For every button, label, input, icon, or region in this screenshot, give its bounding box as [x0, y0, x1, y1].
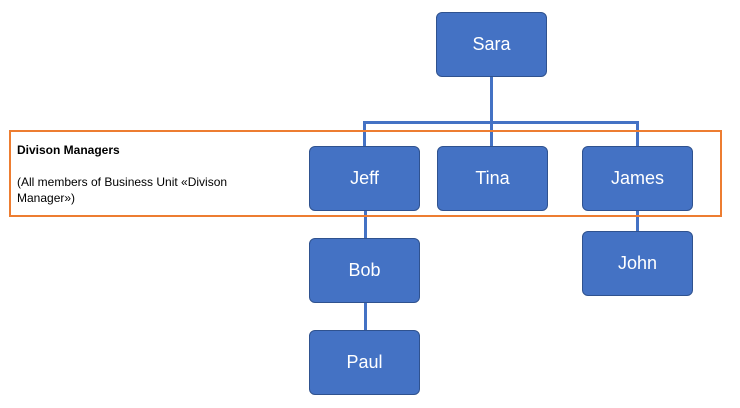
connector-to-tina	[490, 121, 493, 146]
connector-to-jeff	[363, 121, 366, 146]
node-sara[interactable]: Sara	[436, 12, 547, 77]
node-paul[interactable]: Paul	[309, 330, 420, 395]
connector-to-james	[636, 121, 639, 146]
node-james[interactable]: James	[582, 146, 693, 211]
node-jeff[interactable]: Jeff	[309, 146, 420, 211]
node-john[interactable]: John	[582, 231, 693, 296]
connector-sara-down	[490, 77, 493, 123]
group-description: (All members of Business Unit «Divison M…	[17, 175, 228, 205]
node-tina[interactable]: Tina	[437, 146, 548, 211]
group-label: Divison Managers (All members of Busines…	[17, 142, 287, 206]
division-managers-highlight-box	[9, 130, 722, 217]
node-bob[interactable]: Bob	[309, 238, 420, 303]
connector-jeff-bob	[364, 211, 367, 239]
group-title: Divison Managers	[17, 143, 120, 157]
connector-bob-paul	[364, 302, 367, 330]
connector-horizontal-bar	[363, 121, 639, 124]
connector-james-john	[636, 211, 639, 231]
